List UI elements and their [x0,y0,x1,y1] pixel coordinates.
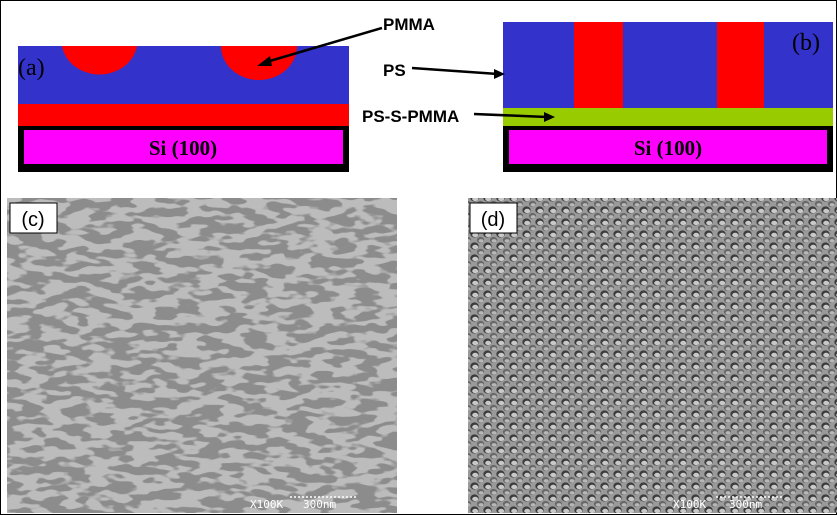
si-substrate [509,130,827,164]
ps-matrix-layer [503,22,833,108]
arrow-head [544,112,555,122]
pmma-lamella [574,22,623,108]
panel-label-a: (a) [18,55,45,81]
holes-texture [468,198,837,513]
scale-label-c: 300nm [303,498,336,511]
magnification-label-d: X100K [673,498,706,511]
scale-label-d: 300nm [729,498,762,511]
pmma-wetting-layer [18,104,349,126]
ps-arrow [411,66,499,76]
substrate-label-a: Si (100) [149,136,217,160]
panel-label-box-d [469,202,518,234]
panel-label-b: (b) [792,30,820,56]
panel-label-c: (c) [21,209,44,231]
brush-annotation: PS-S-PMMA [362,107,459,126]
si-substrate [24,130,343,164]
scale-bar-c: X100K 300nm [250,496,356,511]
pmma-arrow [262,26,383,65]
arrow-head [257,56,272,66]
panel-b-schematic: Si (100) (b) [503,22,833,172]
panel-a-schematic: Si (100) (a) [18,46,349,172]
scale-bar-d: X100K 300nm [673,496,784,511]
brush-arrow [473,112,548,119]
substrate-label-b: Si (100) [634,136,702,160]
random-copolymer-brush [503,108,833,126]
pmma-cylinder [221,46,297,80]
annotations: PMMA PS PS-S-PMMA [257,15,555,126]
panel-c-sem: (c) X100K 300nm [7,198,397,513]
pmma-lamella [717,22,764,108]
lamellae-texture [7,198,397,513]
ps-annotation: PS [383,61,406,80]
panel-d-sem: (d) X100K 300nm [468,198,837,513]
panel-label-d: (d) [481,209,505,231]
pmma-cylinder [62,46,137,75]
arrow-head [494,69,505,79]
pmma-annotation: PMMA [383,15,435,34]
magnification-label-c: X100K [250,498,283,511]
panel-label-box-c [9,202,58,234]
